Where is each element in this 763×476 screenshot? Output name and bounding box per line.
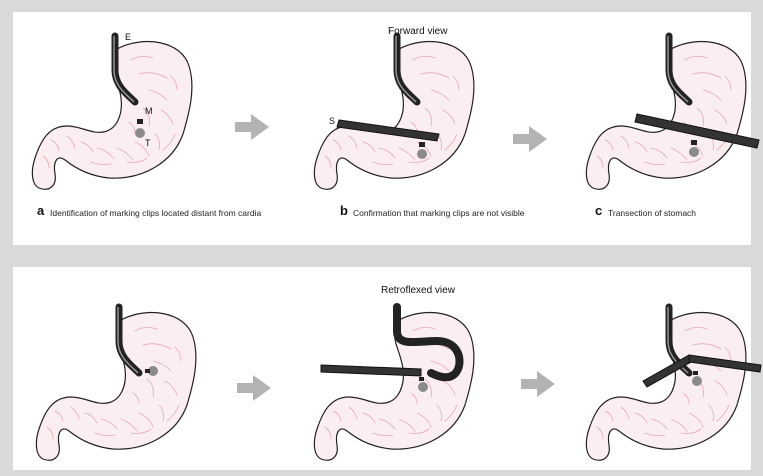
stage-f-illustration (585, 301, 763, 471)
stage-e-illustration (313, 301, 513, 471)
caption-a-text: Identification of marking clips located … (37, 208, 267, 219)
arrow-right-icon (513, 124, 549, 154)
label-s: S (329, 116, 335, 126)
caption-b-text: Confirmation that marking clips are not … (340, 208, 545, 219)
label-m: M (145, 106, 153, 116)
caption-c-text: Transection of stomach (595, 208, 745, 219)
marking-clip (693, 371, 698, 375)
caption-a: a Identification of marking clips locate… (37, 208, 267, 219)
caption-b: b Confirmation that marking clips are no… (340, 208, 545, 219)
tumor (135, 128, 145, 138)
caption-a-letter: a (37, 205, 44, 216)
forward-view-panel: Forward view E M T S (13, 12, 751, 245)
stage-b-illustration: S (313, 30, 513, 200)
retroflexed-view-panel: Retroflexed view (13, 267, 751, 470)
retroflexed-view-title: Retroflexed view (381, 285, 455, 296)
marking-clip (419, 377, 424, 381)
arrow-right-icon (235, 112, 271, 142)
marking-clip (137, 119, 143, 124)
tumor (417, 149, 427, 159)
tumor (692, 376, 702, 386)
arrow-right-icon (237, 373, 273, 403)
caption-c: c Transection of stomach (595, 208, 745, 219)
arrow-right-icon (521, 369, 557, 399)
marking-clip (691, 140, 697, 145)
caption-b-letter: b (340, 205, 348, 216)
tumor (418, 382, 428, 392)
label-e: E (125, 32, 131, 42)
stage-a-illustration: E M T (31, 30, 231, 200)
stage-c-illustration (585, 30, 763, 200)
tumor (689, 147, 699, 157)
marking-clip (419, 142, 425, 147)
stage-d-illustration (35, 301, 235, 471)
marking-clip (145, 369, 150, 373)
label-t: T (145, 138, 151, 148)
caption-c-letter: c (595, 205, 602, 216)
